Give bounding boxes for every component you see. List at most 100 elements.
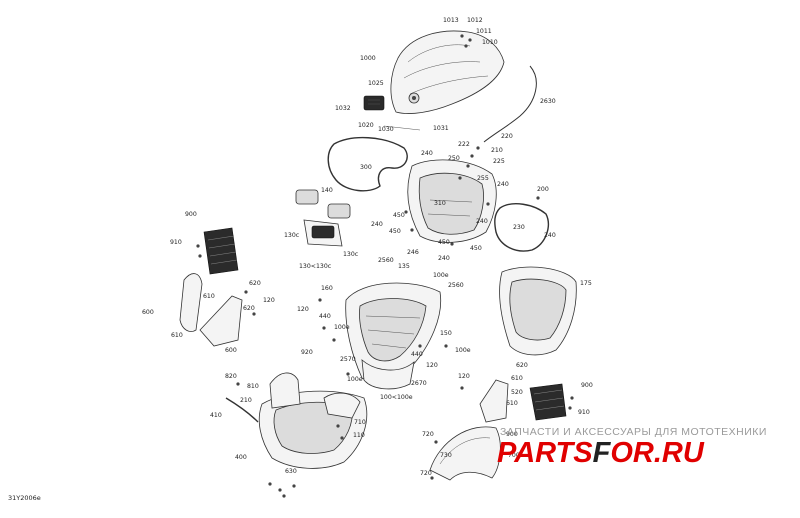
part-label-1020: 1020 <box>358 122 374 129</box>
part-label-240b: 240 <box>497 181 509 188</box>
right-side-panel-part <box>479 379 509 423</box>
part-label-2560b: 2560 <box>448 282 464 289</box>
seal-230-part <box>494 203 550 252</box>
watermark-logo-part3: OR <box>610 437 654 469</box>
part-label-240e: 240 <box>544 232 556 239</box>
part-label-120b: 120 <box>297 306 309 313</box>
watermark-tagline: ЗАПЧАСТИ И АКСЕССУАРЫ ДЛЯ МОТОТЕХНИКИ <box>500 426 767 438</box>
part-label-630: 630 <box>285 468 297 475</box>
part-label-225: 225 <box>493 158 505 165</box>
part-label-200: 200 <box>537 186 549 193</box>
part-label-110: 110 <box>353 432 365 439</box>
part-label-400: 400 <box>235 454 247 461</box>
part-label-410: 410 <box>210 412 222 419</box>
part-labels: 1013 1012 1011 1010 1000 2630 1025 1032 1020 1030… <box>142 17 593 477</box>
part-label-120c: 120 <box>426 362 438 369</box>
part-label-100e_c: 100e <box>455 347 471 354</box>
part-label-820: 820 <box>225 373 237 380</box>
part-label-250: 250 <box>448 155 460 162</box>
part-label-240a: 240 <box>421 150 433 157</box>
seal-300-part <box>327 136 408 192</box>
part-label-900a: 900 <box>185 211 197 218</box>
part-label-900c: 900 <box>506 431 518 438</box>
fender-part <box>429 426 501 481</box>
part-label-222: 222 <box>458 141 470 148</box>
part-label-210b: 210 <box>240 397 252 404</box>
part-label-175: 175 <box>580 280 592 287</box>
part-label-240f: 240 <box>438 255 450 262</box>
part-label-100e_b: 100e <box>334 324 350 331</box>
part-label-720b: 720 <box>420 470 432 477</box>
left-side-panel-part <box>179 273 243 347</box>
part-label-120d: 120 <box>458 373 470 380</box>
part-label-140: 140 <box>321 187 333 194</box>
right-vent-grille-part <box>529 383 567 421</box>
part-label-240c: 240 <box>371 221 383 228</box>
part-label-810: 810 <box>247 383 259 390</box>
part-label-520: 520 <box>511 389 523 396</box>
part-label-1011: 1011 <box>476 28 492 35</box>
part-label-620b: 620 <box>243 305 255 312</box>
part-label-910a: 910 <box>170 239 182 246</box>
part-label-720a: 720 <box>422 431 434 438</box>
part-label-1025: 1025 <box>368 80 384 87</box>
part-label-1012: 1012 <box>467 17 483 24</box>
part-label-600b: 600 <box>225 347 237 354</box>
hood-part <box>390 30 505 114</box>
part-label-1013a: 1013 <box>443 17 459 24</box>
watermark-logo-part2: F <box>592 437 611 469</box>
part-label-710: 710 <box>354 419 366 426</box>
part-label-610b: 610 <box>171 332 183 339</box>
part-label-600a: 600 <box>142 309 154 316</box>
part-label-255: 255 <box>477 175 489 182</box>
part-label-900b: 900 <box>581 382 593 389</box>
part-label-210: 210 <box>491 147 503 154</box>
part-label-1031: 1031 <box>433 125 449 132</box>
part-label-2670: 2670 <box>411 380 427 387</box>
storage-frame-part <box>407 159 497 243</box>
part-label-2560a: 2560 <box>378 257 394 264</box>
part-label-150: 150 <box>440 330 452 337</box>
part-label-440a: 440 <box>319 313 331 320</box>
part-label-450a: 450 <box>393 212 405 219</box>
part-label-620c: 620 <box>516 362 528 369</box>
part-label-610c: 610 <box>511 375 523 382</box>
part-label-2630: 2630 <box>540 98 556 105</box>
part-label-130c_b: 130c <box>343 251 359 258</box>
part-label-230: 230 <box>513 224 525 231</box>
part-label-240d: 240 <box>476 218 488 225</box>
part-label-300: 300 <box>360 164 372 171</box>
part-label-1032: 1032 <box>335 105 351 112</box>
part-label-310: 310 <box>434 200 446 207</box>
watermark-logo-part4: .RU <box>653 437 704 469</box>
part-label-220a: 220 <box>501 133 513 140</box>
part-label-100e_a: 100e <box>433 272 449 279</box>
part-label-246: 246 <box>407 249 419 256</box>
watermark-logo: PARTSFOR.RU <box>497 437 704 470</box>
part-label-730: 730 <box>440 452 452 459</box>
part-label-130c_a: 130c <box>284 232 300 239</box>
part-label-100e_d: 100e <box>347 376 363 383</box>
left-vent-grille-part <box>203 227 239 275</box>
main-chassis-part <box>345 282 442 390</box>
latch-part <box>363 95 421 131</box>
part-label-910b: 910 <box>578 409 590 416</box>
part-label-1030: 1030 <box>378 126 394 133</box>
lights-part <box>295 189 351 247</box>
part-label-440b: 440 <box>411 351 423 358</box>
part-label-450b: 450 <box>389 228 401 235</box>
part-label-100_100e: 100<100e <box>380 394 413 401</box>
figure-code: 31Y2006e <box>8 494 41 502</box>
storage-bin-part <box>499 266 577 356</box>
part-label-610a: 610 <box>203 293 215 300</box>
part-label-160: 160 <box>321 285 333 292</box>
front-fascia-part <box>258 372 368 469</box>
fasteners <box>196 34 574 498</box>
part-label-130_130c: 130<130c <box>299 263 332 270</box>
part-label-1010: 1010 <box>482 39 498 46</box>
part-label-1000: 1000 <box>360 55 376 62</box>
trim-410-part <box>225 397 259 423</box>
part-label-610d: 610 <box>506 400 518 407</box>
part-label-450c: 450 <box>438 239 450 246</box>
